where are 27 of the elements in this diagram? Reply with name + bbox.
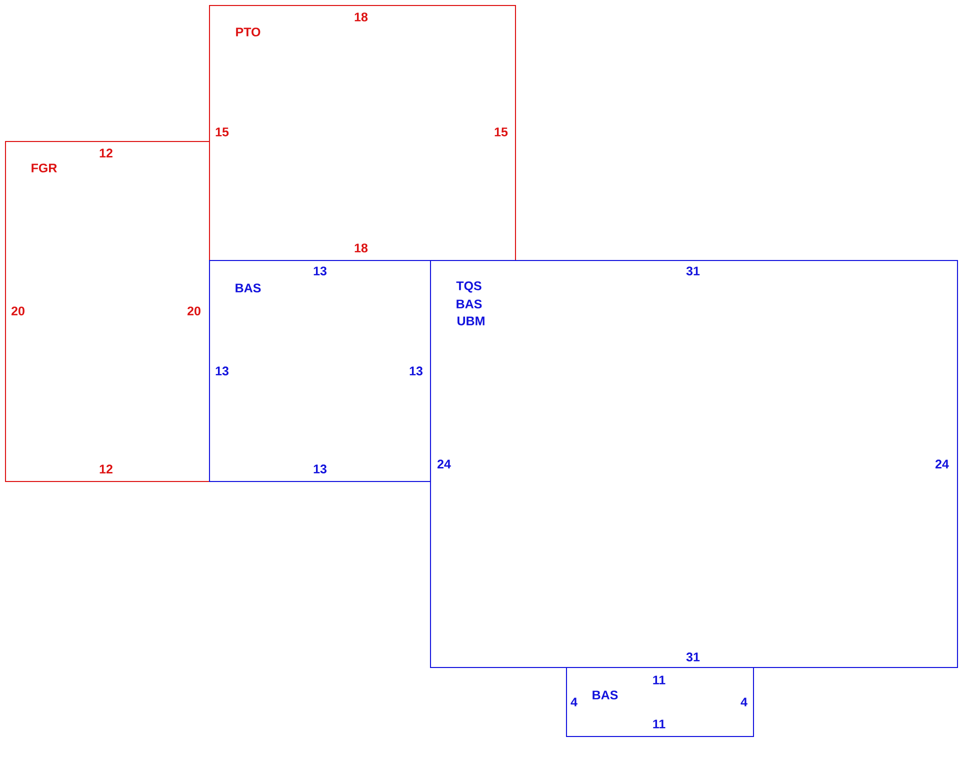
- dimension-label: 12: [100, 148, 112, 158]
- room-label: BAS: [236, 284, 261, 292]
- dimension-label: 24: [438, 460, 451, 468]
- room-label: TQS: [456, 281, 482, 293]
- dimension-label: 15: [494, 128, 508, 136]
- dimension-label: 18: [354, 12, 368, 22]
- dimension-label: 24: [936, 460, 949, 468]
- dimension-label: 18: [354, 244, 368, 252]
- dimension-label: 11: [653, 676, 666, 684]
- room-label: BAS: [592, 690, 618, 700]
- dimension-label: 20: [12, 306, 24, 316]
- room-label: PTO: [236, 28, 260, 36]
- room-label: UBM: [458, 316, 484, 326]
- dimension-label: 31: [686, 652, 700, 662]
- dimension-label: 13: [314, 266, 326, 276]
- dimension-label: 15: [216, 128, 229, 136]
- room-label: BAS: [456, 300, 482, 308]
- dimension-label: 12: [100, 464, 112, 474]
- dimension-label: 13: [314, 464, 326, 474]
- dimension-label: 4: [740, 698, 748, 706]
- dimension-label: 4: [570, 698, 578, 706]
- dimension-label: 31: [686, 266, 700, 276]
- dimension-label: 20: [188, 306, 200, 316]
- room-label: FGR: [32, 164, 57, 172]
- dimension-label: 13: [216, 366, 228, 376]
- dimension-label: 13: [410, 366, 422, 376]
- dimension-label: 11: [653, 720, 666, 728]
